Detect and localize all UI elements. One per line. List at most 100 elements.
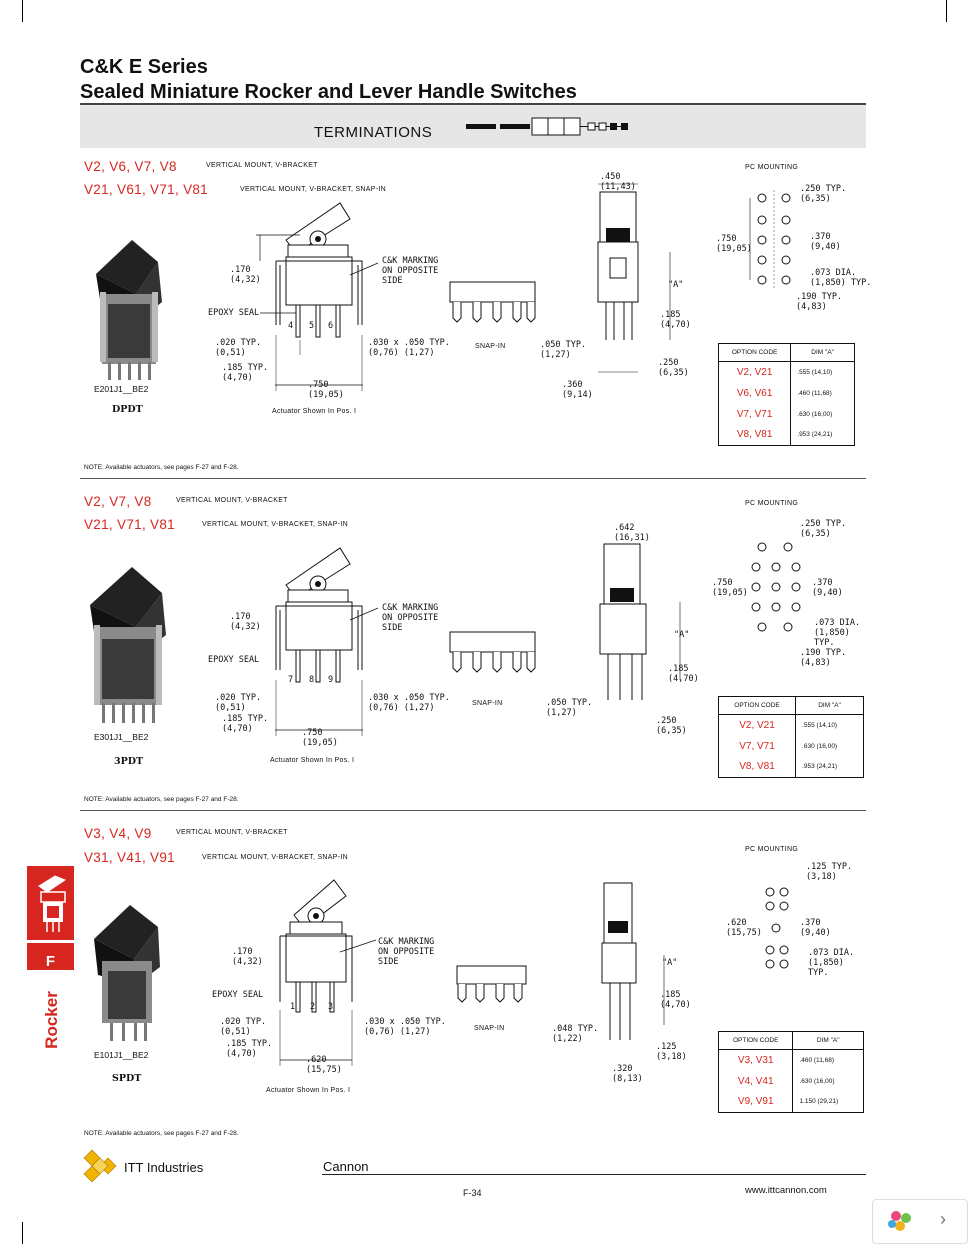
s1-pc-row: .190 TYP.(4,83) bbox=[796, 292, 843, 312]
s3-side-125: .125(3,18) bbox=[656, 1042, 687, 1062]
next-arrow-icon[interactable]: › bbox=[940, 1209, 946, 1229]
s3-d030: .030 x .050 TYP.(0,76) (1,27) bbox=[364, 1017, 446, 1037]
s2-dwidth: .750(19,05) bbox=[302, 728, 338, 748]
switch-photo-3pdt bbox=[90, 567, 166, 723]
s2-snapin-label: SNAP-IN bbox=[472, 700, 503, 707]
front-view-drawing-3pdt bbox=[275, 547, 379, 736]
crop-mark-top-right bbox=[946, 0, 969, 22]
table-row-dim: .630 (16,00) bbox=[790, 403, 855, 425]
s1-dimA: "A" bbox=[668, 280, 684, 290]
s3-side-bottom: .320(8,13) bbox=[612, 1064, 643, 1084]
table-row-dim: .555 (14,10) bbox=[795, 714, 864, 736]
s1-pin-4: 4 bbox=[288, 321, 294, 331]
table-row-code: V3, V31 bbox=[737, 1054, 774, 1066]
viewer-logo-icon bbox=[888, 1211, 911, 1231]
s2-pc-dia: .073 DIA.(1,850)TYP. bbox=[814, 618, 861, 648]
snap-in-drawing-2 bbox=[449, 631, 536, 673]
table-row-code: V8, V81 bbox=[736, 429, 773, 441]
sidebar-letter: F bbox=[45, 953, 56, 970]
section-divider-1 bbox=[80, 478, 866, 479]
s1-side-250: .250(6,35) bbox=[658, 358, 689, 378]
s2-actuator-note: Actuator Shown In Pos. I bbox=[270, 757, 355, 764]
table-row-dim: 1.150 (29,21) bbox=[792, 1091, 864, 1113]
s3-d170: .170(4,32) bbox=[232, 947, 263, 967]
section2-pole-type: 3PDT bbox=[114, 756, 144, 767]
s2-pc-spacing: .250 TYP.(6,35) bbox=[800, 519, 847, 539]
snap-in-drawing-3 bbox=[456, 965, 527, 1003]
sidebar-tab-letter: F bbox=[27, 943, 74, 970]
section1-desc-line2: VERTICAL MOUNT, V-BRACKET, SNAP-IN bbox=[240, 186, 386, 193]
s3-dwidth: .620(15,75) bbox=[306, 1055, 342, 1075]
s3-dimA: "A" bbox=[662, 958, 678, 968]
section1-desc-line1: VERTICAL MOUNT, V-BRACKET bbox=[206, 162, 318, 169]
s1-side-top: .450(11,43) bbox=[600, 172, 636, 192]
section2-note: NOTE: Available actuators, see pages F-2… bbox=[84, 796, 239, 803]
s3-pc-spacing: .125 TYP.(3,18) bbox=[806, 862, 853, 882]
s3-pc-title: PC MOUNTING bbox=[745, 846, 799, 853]
section1-part-number: E201J1__BE2 bbox=[94, 384, 149, 394]
table-row-dim: .460 (11,68) bbox=[792, 1049, 864, 1071]
terminations-label: TERMINATIONS bbox=[314, 124, 433, 141]
footer-brand: Cannon bbox=[323, 1159, 369, 1174]
s2-side-050: .050 TYP.(1,27) bbox=[546, 698, 593, 718]
table-row-code: V4, V41 bbox=[737, 1075, 774, 1087]
footer-company: ITT Industries bbox=[124, 1160, 204, 1175]
s2-pin-9: 9 bbox=[328, 675, 334, 685]
section2-desc-line1: VERTICAL MOUNT, V-BRACKET bbox=[176, 497, 288, 504]
footer-rule bbox=[322, 1174, 866, 1175]
s3-pin-3: 3 bbox=[328, 1002, 334, 1012]
table-row-dim: .953 (24,21) bbox=[790, 424, 855, 446]
section1-codes-line2: V21, V61, V71, V81 bbox=[84, 182, 208, 197]
s1-d020: .020 TYP.(0,51) bbox=[215, 338, 262, 358]
s1-d185: .185 TYP.(4,70) bbox=[222, 363, 269, 383]
s1-pc-dia: .073 DIA.(1,850) TYP. bbox=[810, 268, 872, 288]
s2-pc-col: .370(9,40) bbox=[812, 578, 843, 598]
footer-url[interactable]: www.ittcannon.com bbox=[745, 1185, 827, 1196]
table-row-dim: .555 (14,10) bbox=[790, 361, 855, 383]
s3-epoxy: EPOXY SEAL bbox=[212, 990, 264, 1000]
section3-desc-line2: VERTICAL MOUNT, V-BRACKET, SNAP-IN bbox=[202, 854, 348, 861]
page-title-line1: C&K E Series bbox=[80, 56, 208, 78]
footer-page-number: F-34 bbox=[463, 1188, 482, 1198]
section3-pole-type: SPDT bbox=[112, 1073, 142, 1084]
s3-pc-col: .370(9,40) bbox=[800, 918, 831, 938]
s1-pin-5: 5 bbox=[309, 321, 315, 331]
table-row-code: V8, V81 bbox=[739, 761, 775, 773]
s3-d020: .020 TYP.(0,51) bbox=[220, 1017, 267, 1037]
table-row-code: V6, V61 bbox=[736, 387, 773, 399]
section2-codes-line2: V21, V71, V81 bbox=[84, 517, 175, 532]
pc-mounting-grid-2 bbox=[751, 542, 801, 632]
s1-side-bottom: .360(9,14) bbox=[562, 380, 593, 400]
s3-actuator-note: Actuator Shown In Pos. I bbox=[266, 1087, 351, 1094]
side-view-drawing-1 bbox=[597, 183, 671, 373]
col-option-code: OPTION CODE bbox=[718, 1031, 793, 1050]
snap-in-drawing-1 bbox=[449, 281, 536, 323]
s2-side-185: .185(4,70) bbox=[668, 664, 699, 684]
crop-mark-bottom-left bbox=[0, 1222, 23, 1244]
col-option-code: OPTION CODE bbox=[718, 696, 796, 715]
pc-mounting-grid-3 bbox=[765, 887, 789, 969]
terminations-band: TERMINATIONS bbox=[80, 103, 866, 148]
section2-part-number: E301J1__BE2 bbox=[94, 732, 149, 742]
s3-pin-1: 1 bbox=[290, 1002, 296, 1012]
crop-mark-top-left bbox=[0, 0, 23, 22]
s3-side-048: .048 TYP.(1,22) bbox=[552, 1024, 599, 1044]
page-title-line2: Sealed Miniature Rocker and Lever Handle… bbox=[80, 81, 577, 103]
s1-pc-col: .370(9,40) bbox=[810, 232, 841, 252]
s2-pc-height: .750(19,05) bbox=[712, 578, 748, 598]
table-row-code: V7, V71 bbox=[736, 408, 773, 420]
s1-side-050: .050 TYP.(1,27) bbox=[540, 340, 587, 360]
side-view-drawing-3 bbox=[601, 882, 665, 1040]
s2-side-top: .642(16,31) bbox=[614, 523, 650, 543]
section3-codes-line2: V31, V41, V91 bbox=[84, 850, 175, 865]
s2-side-250: .250(6,35) bbox=[656, 716, 687, 736]
section3-part-number: E101J1__BE2 bbox=[94, 1050, 149, 1060]
s2-pc-title: PC MOUNTING bbox=[745, 500, 799, 507]
table-row-code: V9, V91 bbox=[737, 1096, 774, 1108]
section1-pole-type: DPDT bbox=[112, 404, 143, 415]
s2-pc-row: .190 TYP.(4,83) bbox=[800, 648, 847, 668]
ordering-code-diagram bbox=[466, 117, 628, 136]
